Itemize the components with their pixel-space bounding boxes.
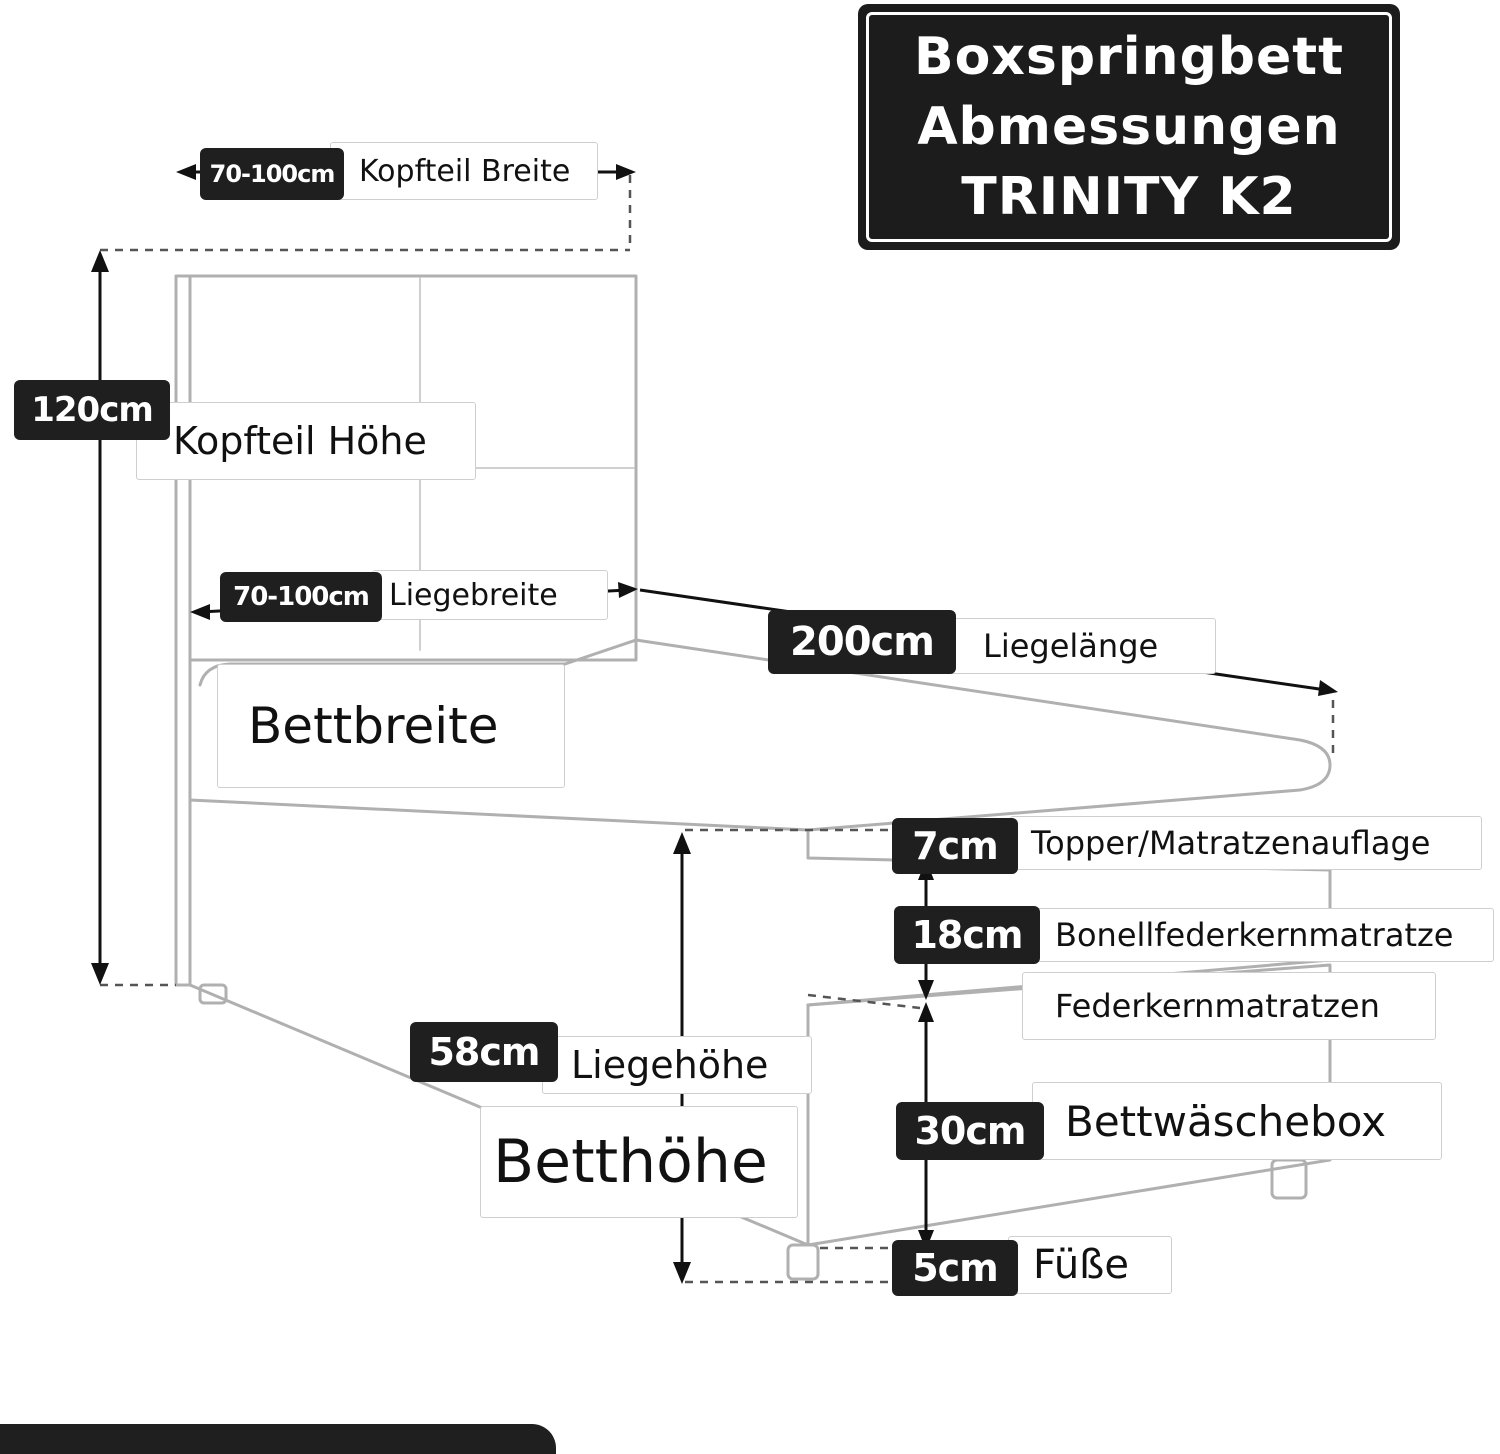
betthoehe-label: Betthöhe	[480, 1106, 798, 1218]
liegebreite-value: 70-100cm	[220, 572, 382, 622]
arrowhead	[918, 980, 934, 1000]
bettwaeschebox-label: Bettwäschebox	[1032, 1082, 1442, 1160]
arrowhead	[673, 1262, 691, 1284]
kopfteil-breite-value: 70-100cm	[200, 148, 344, 200]
headboard-front	[188, 274, 638, 662]
matratze-sublabel: Federkernmatratzen	[1022, 972, 1436, 1040]
arrowhead	[1318, 680, 1338, 696]
matratze-label: Bonellfederkernmatratze	[1036, 908, 1494, 962]
title-frame: Boxspringbett Abmessungen TRINITY K2	[866, 12, 1392, 242]
kopfteil-hoehe-value: 120cm	[14, 380, 170, 440]
arrowhead	[91, 963, 109, 985]
liegelaenge-value: 200cm	[768, 610, 956, 674]
title-line-2: Abmessungen	[917, 97, 1341, 157]
bettbreite-label: Bettbreite	[217, 664, 565, 788]
arrowhead	[176, 164, 196, 180]
liegehoehe-value: 58cm	[410, 1022, 558, 1082]
liegelaenge-label: Liegelänge	[940, 618, 1216, 674]
arrowhead	[616, 164, 636, 180]
matratze-value: 18cm	[894, 906, 1040, 964]
kopfteil-breite-label: Kopfteil Breite	[330, 142, 598, 200]
title-box: Boxspringbett Abmessungen TRINITY K2	[858, 4, 1400, 250]
fuesse-label: Füße	[1008, 1236, 1172, 1294]
topper-value: 7cm	[892, 818, 1018, 874]
topper-outline	[198, 638, 1332, 832]
headboard-outline	[174, 274, 192, 987]
arrowhead	[91, 250, 109, 272]
bottom-bar	[0, 1424, 556, 1454]
foot	[786, 1243, 820, 1281]
title-line-1: Boxspringbett	[914, 27, 1344, 87]
arrowhead	[918, 1002, 934, 1022]
arrowhead	[190, 604, 210, 620]
title-line-3: TRINITY K2	[961, 167, 1297, 227]
kopfteil-hoehe-label: Kopfteil Höhe	[136, 402, 476, 480]
liegehoehe-label: Liegehöhe	[542, 1036, 812, 1094]
arrowhead	[618, 582, 638, 598]
foot	[1270, 1158, 1308, 1200]
fuesse-value: 5cm	[892, 1240, 1018, 1296]
foot	[198, 983, 228, 1005]
arrowhead	[673, 832, 691, 854]
liegebreite-label: Liegebreite	[372, 570, 608, 620]
bettwaeschebox-value: 30cm	[896, 1102, 1044, 1160]
ref-line-base-top	[807, 993, 921, 1010]
topper-label: Topper/Matratzenauflage	[1010, 816, 1482, 870]
